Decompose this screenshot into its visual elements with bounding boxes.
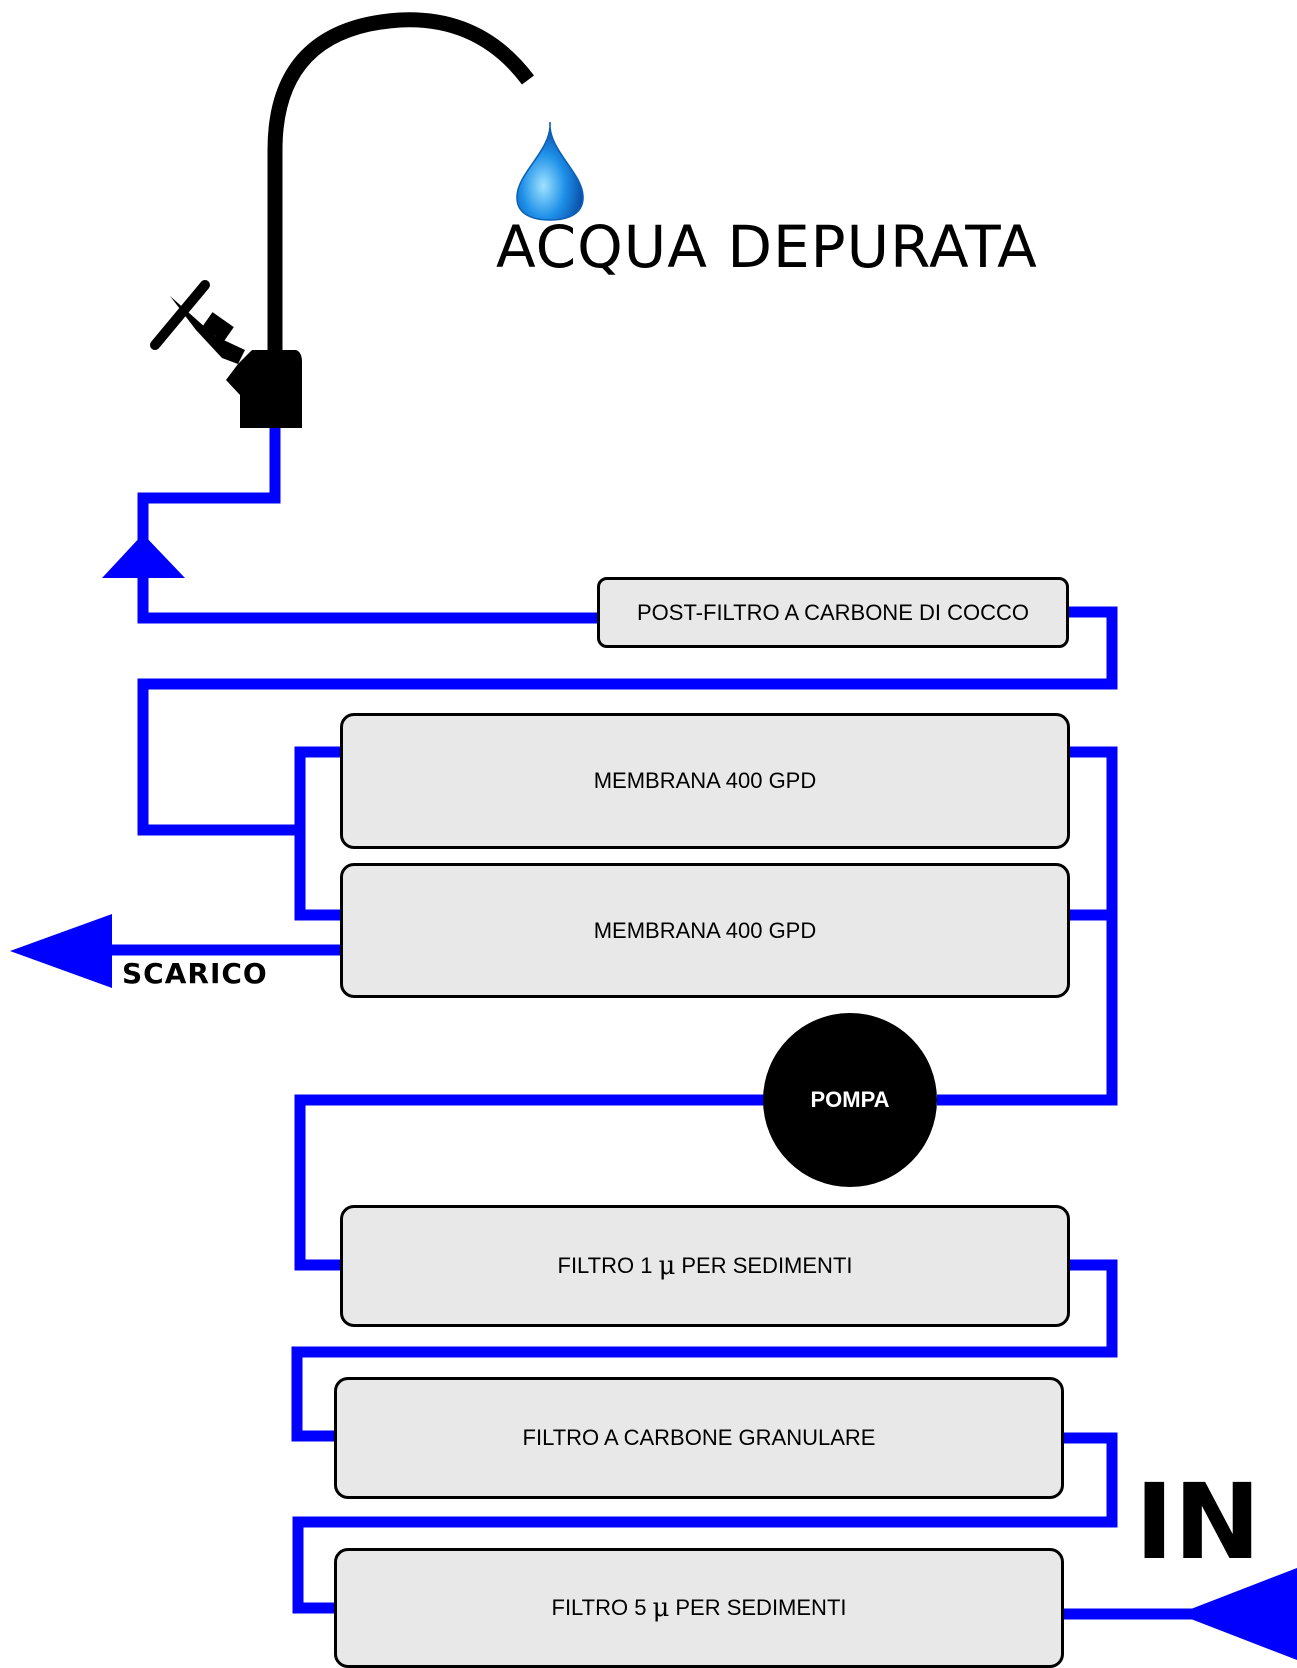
pipe-membrane1-out [294,746,342,921]
faucet-icon [150,12,534,428]
water-drop-icon [516,121,584,221]
pipe-post-to-faucet [137,420,598,624]
post-filter-box: POST-FILTRO A CARBONE DI COCCO [597,577,1069,648]
pump: POMPA [763,1013,937,1187]
membrane-box-2: MEMBRANA 400 GPD [340,863,1070,998]
pipe-pump-to-membranes [937,746,1118,1106]
carbon-filter-label: FILTRO A CARBONE GRANULARE [522,1425,876,1450]
filter-1-label-before: FILTRO 1 [557,1253,653,1278]
post-filter-label: POST-FILTRO A CARBONE DI COCCO [637,599,1029,625]
membrane-label-2: MEMBRANA 400 GPD [593,917,817,943]
micron-symbol: μ [652,1593,670,1623]
carbon-filter-box: FILTRO A CARBONE GRANULARE [334,1377,1064,1499]
pipe-filter5-to-carbon [292,1432,1118,1614]
drain-label: SCARICO [122,957,268,990]
inlet-label: IN [1135,1461,1261,1583]
membrane-box-1: MEMBRANA 400 GPD [340,713,1070,849]
pipe-carbon-to-filter1 [291,1259,1118,1442]
pipe-network [100,420,1297,1620]
pump-label: POMPA [810,1087,890,1112]
title-acqua-depurata: ACQUA DEPURATA [496,213,1038,281]
upflow-arrow-icon [102,534,185,578]
pipe-filter1-to-pump [294,1094,768,1271]
filter-5-micron-box: FILTRO 5 μ PER SEDIMENTI [334,1548,1064,1668]
filter-1-label-after: PER SEDIMENTI [681,1253,853,1278]
micron-symbol: μ [658,1251,676,1281]
filter-5-label-before: FILTRO 5 [551,1595,647,1620]
pipe-membranes-to-post [137,606,1118,836]
membrane-label-1: MEMBRANA 400 GPD [593,768,817,793]
inlet-arrow-icon [1178,1568,1297,1660]
drain-arrow-icon [10,914,112,988]
filter-1-micron-box: FILTRO 1 μ PER SEDIMENTI [340,1205,1070,1327]
filter-5-label-after: PER SEDIMENTI [675,1595,847,1620]
